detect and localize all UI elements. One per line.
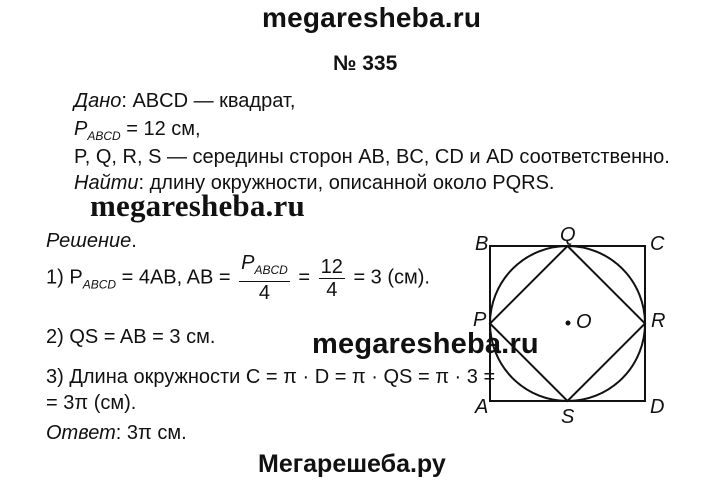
- label-S: S: [561, 406, 575, 428]
- inner-square-pqrs: [488, 244, 647, 403]
- given-label: Дано: [74, 90, 122, 112]
- label-C: C: [650, 233, 665, 255]
- fraction-numerator-P: P: [241, 252, 255, 274]
- label-O: O: [576, 311, 592, 333]
- label-A: A: [474, 396, 488, 418]
- label-Q: Q: [560, 225, 576, 246]
- find-text: : длину окружности, описанной около PQRS…: [138, 172, 555, 194]
- label-P: P: [473, 309, 487, 331]
- solution-heading: Решение.: [46, 230, 137, 253]
- fraction-perimeter-over-4: PABCD 4: [239, 252, 290, 304]
- center-point: [565, 320, 571, 326]
- given-line-2: PABCD = 12 см,: [74, 118, 201, 143]
- solution-step-3b: = 3π (см).: [46, 392, 137, 414]
- find-label: Найти: [74, 172, 139, 194]
- given-line-3: P, Q, R, S — середины сторон AB, BC, CD …: [74, 146, 670, 168]
- given-line-1: Дано: ABCD — квадрат,: [74, 90, 295, 113]
- answer-line: Ответ: 3π см.: [46, 422, 187, 445]
- watermark-bottom: Мегарешеба.ру: [258, 450, 446, 478]
- given-line-1-text: : ABCD — квадрат,: [121, 90, 296, 112]
- fraction-12-numerator: 12: [318, 255, 345, 279]
- fraction-12-over-4: 12 4: [318, 255, 345, 301]
- watermark-top: megaresheba.ru: [262, 2, 482, 33]
- given-perimeter-symbol: P: [74, 118, 88, 140]
- label-D: D: [650, 396, 664, 418]
- solution-label: Решение: [46, 230, 132, 252]
- solution-step-1: 1) PABCD = 4AB, AB = PABCD 4 = 12 4 = 3 …: [46, 252, 430, 304]
- given-line-2-text: = 12 см,: [120, 118, 201, 140]
- geometry-figure: B Q C P O R A S D: [473, 225, 665, 428]
- answer-text: : 3π см.: [115, 422, 187, 444]
- solution-label-dot: .: [131, 230, 137, 252]
- step-1-equals: =: [298, 266, 311, 289]
- given-perimeter-subscript: ABCD: [87, 129, 121, 143]
- fraction-denominator: 4: [258, 282, 271, 304]
- solution-step-2: 2) QS = AB = 3 см.: [46, 326, 216, 348]
- label-B: B: [475, 233, 488, 255]
- fraction-12-denominator: 4: [326, 278, 338, 301]
- step-1-start: 1) P: [46, 266, 83, 289]
- find-line: Найти: длину окружности, описанной около…: [74, 172, 554, 195]
- step-1-result: = 3 (см).: [353, 266, 430, 289]
- problem-number: № 335: [333, 52, 398, 75]
- solution-step-3a: 3) Длина окружности C = π · D = π · QS =…: [46, 366, 496, 388]
- fraction-numerator-subscript: ABCD: [254, 263, 288, 277]
- step-1-subscript: ABCD: [82, 277, 117, 292]
- answer-label: Ответ: [46, 422, 116, 444]
- watermark-middle-left: megaresheba.ru: [90, 188, 305, 223]
- fraction-numerator: PABCD: [239, 252, 290, 282]
- step-1-middle: = 4AB, AB =: [116, 266, 231, 289]
- label-R: R: [651, 310, 665, 332]
